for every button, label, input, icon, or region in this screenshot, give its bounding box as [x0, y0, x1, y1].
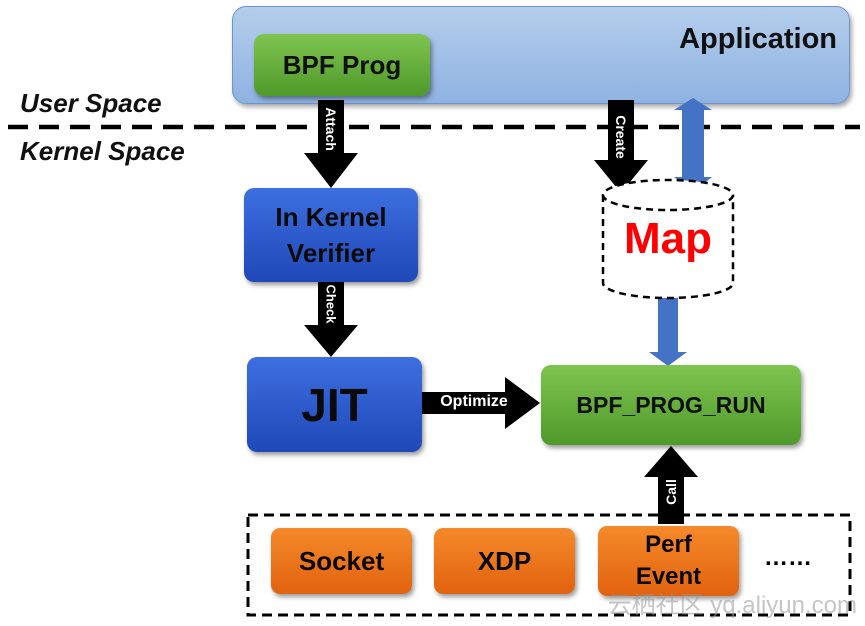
create-arrow	[594, 100, 648, 193]
bpf-prog-label: BPF Prog	[282, 49, 402, 80]
bpf-prog-box: BPF Prog	[254, 34, 430, 96]
attach-arrow	[304, 100, 358, 188]
check-label: Check	[323, 284, 339, 324]
xdp-label: XDP	[477, 545, 532, 576]
user-space-label: User Space	[20, 88, 162, 118]
socket-box: Socket	[271, 528, 412, 594]
socket-label: Socket	[298, 545, 385, 576]
jit-box: JIT	[247, 357, 422, 452]
jit-label: JIT	[301, 378, 368, 431]
attach-label: Attach	[323, 107, 339, 151]
perf-event-box: Perf Event	[598, 526, 739, 596]
optimize-arrow	[422, 377, 540, 429]
perf-event-label-line1: Perf	[645, 531, 692, 558]
optimize-label: Optimize	[440, 393, 508, 410]
perf-event-label-line2: Event	[635, 563, 702, 590]
bpf-prog-run-box: BPF_PROG_RUN	[541, 365, 801, 445]
verifier-label-line2: Verifier	[286, 238, 376, 268]
map-label: Map	[624, 214, 712, 263]
in-kernel-verifier-box: In Kernel Verifier	[244, 188, 418, 282]
application-label: Application	[679, 23, 837, 55]
xdp-box: XDP	[434, 528, 575, 594]
verifier-label-line1: In Kernel	[275, 202, 387, 232]
create-label: Create	[613, 115, 629, 159]
kernel-space-label: Kernel Space	[20, 136, 185, 166]
bpf-prog-run-label: BPF_PROG_RUN	[576, 391, 766, 418]
event-sources-container	[246, 513, 852, 617]
call-label: Call	[663, 479, 679, 505]
more-events-ellipsis: ……	[764, 544, 812, 571]
watermark: 云栖社区 yq.aliyun.com	[607, 592, 857, 619]
app-map-double-arrow	[674, 98, 712, 192]
call-arrow	[644, 446, 698, 524]
map-run-double-arrow	[649, 282, 687, 366]
map-cylinder	[601, 178, 735, 300]
check-arrow	[304, 282, 358, 357]
